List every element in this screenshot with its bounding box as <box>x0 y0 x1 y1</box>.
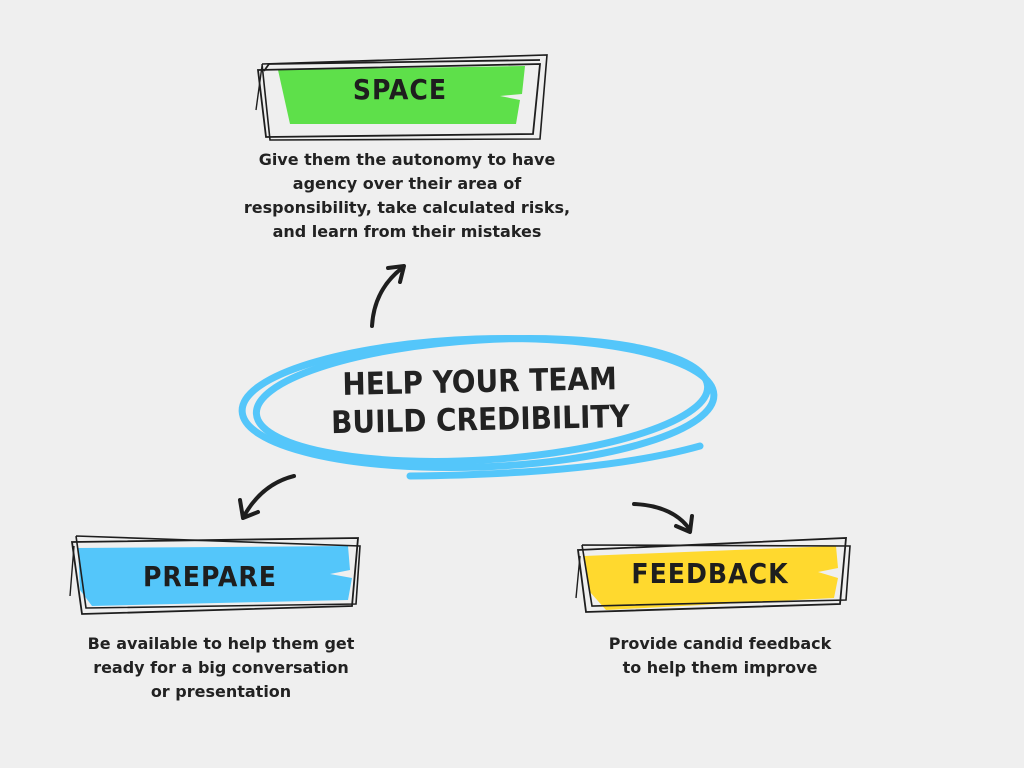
center-title-line2: BUILD CREDIBILITY <box>330 398 630 442</box>
space-description-line: agency over their area of <box>292 174 522 193</box>
arrow-up-right-icon <box>370 264 406 328</box>
prepare-description: Be available to help them get ready for … <box>56 632 386 704</box>
center-title: HELP YOUR TEAM BUILD CREDIBILITY <box>299 352 661 450</box>
space-box <box>255 54 548 141</box>
feedback-label: FEEDBACK <box>631 556 789 590</box>
prepare-description-line: Be available to help them get <box>87 634 355 653</box>
space-label: SPACE <box>352 72 448 106</box>
space-description-line: and learn from their mistakes <box>272 222 542 241</box>
prepare-label: PREPARE <box>142 559 278 593</box>
space-description-line: responsibility, take calculated risks, <box>243 198 571 217</box>
prepare-box <box>69 535 361 615</box>
feedback-description: Provide candid feedback to help them imp… <box>580 632 860 680</box>
prepare-description-line: or presentation <box>150 682 292 701</box>
arrow-down-right-icon <box>632 502 694 534</box>
center-ellipse <box>238 335 718 480</box>
feedback-description-line: to help them improve <box>622 658 818 677</box>
space-description: Give them the autonomy to have agency ov… <box>222 148 592 244</box>
feedback-description-line: Provide candid feedback <box>608 634 832 653</box>
arrow-down-left-icon <box>238 474 296 520</box>
feedback-box <box>575 537 851 613</box>
center-title-line1: HELP YOUR TEAM <box>342 361 618 403</box>
space-description-line: Give them the autonomy to have <box>258 150 556 169</box>
prepare-description-line: ready for a big conversation <box>93 658 349 677</box>
